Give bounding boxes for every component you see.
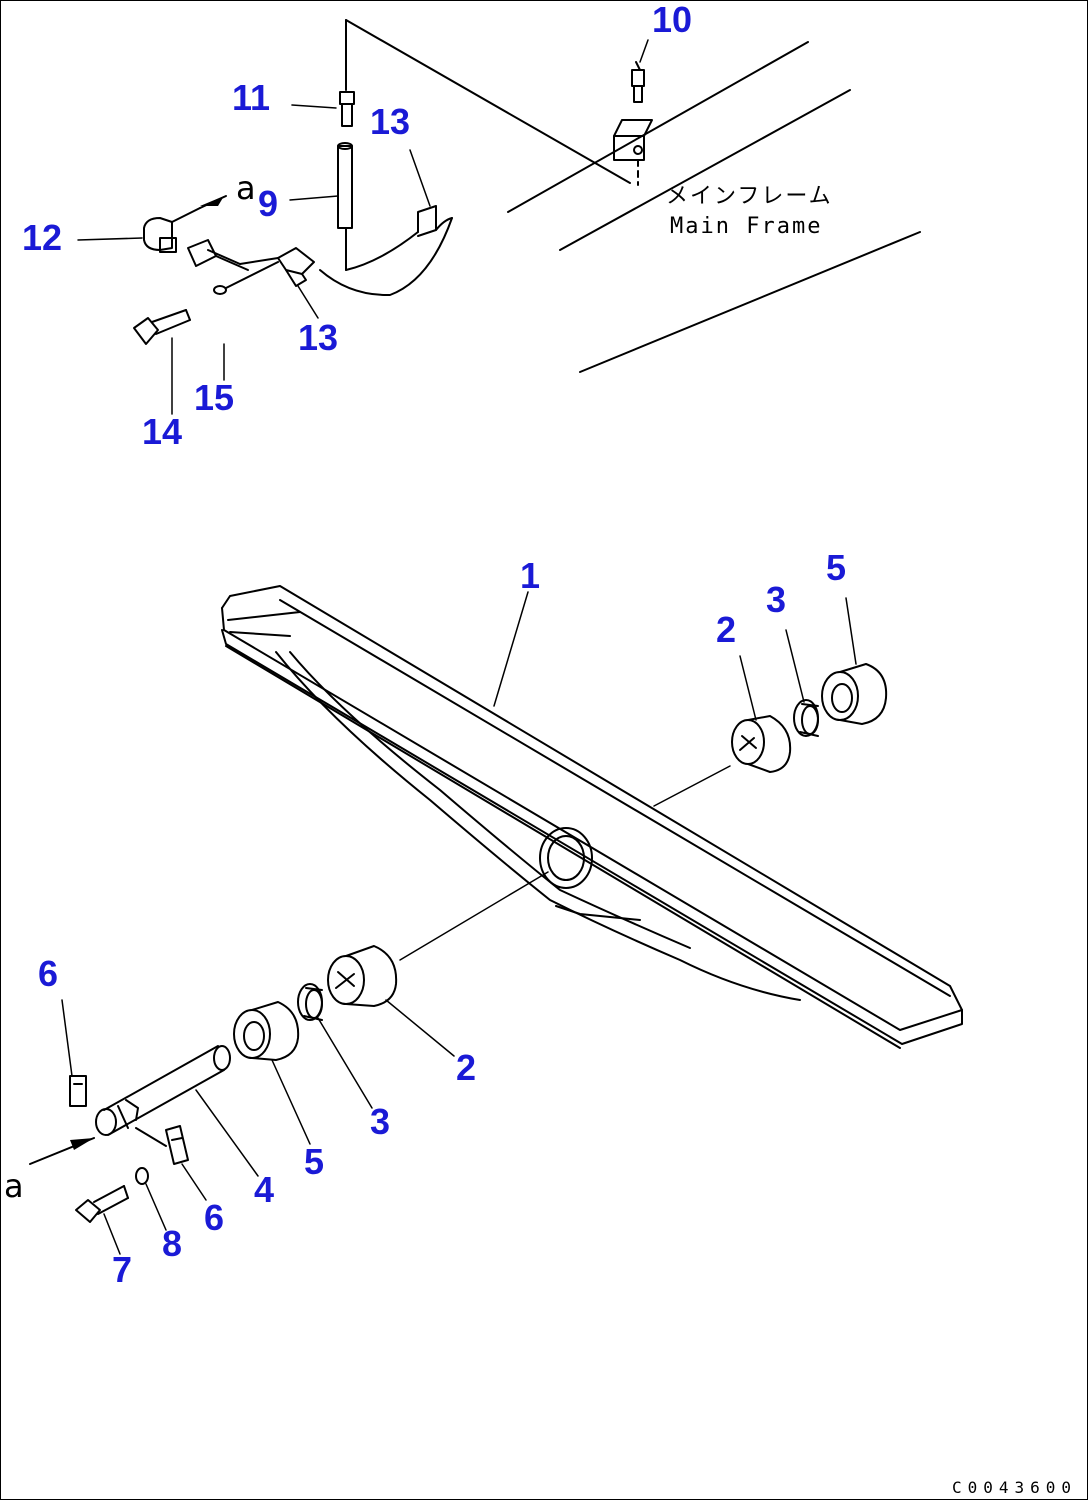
bushing-5-right xyxy=(821,663,888,725)
callout-2-right: 2 xyxy=(716,609,737,650)
main-frame-label-jp: メインフレーム xyxy=(666,184,833,209)
bearing-3-left xyxy=(297,983,323,1021)
callout-12: 12 xyxy=(22,217,63,258)
view-a-label-lower: a xyxy=(4,1167,24,1205)
callout-10: 10 xyxy=(652,0,693,40)
bearing-3-right xyxy=(793,699,819,737)
plate-6-lower xyxy=(135,1125,189,1165)
equalizer-beam-1 xyxy=(221,585,963,1049)
callout-9: 9 xyxy=(258,183,279,224)
grease-fitting-10 xyxy=(613,61,653,186)
washer-8 xyxy=(135,1167,149,1185)
hose-and-clamps-13 xyxy=(277,205,453,297)
callout-14: 14 xyxy=(142,411,183,452)
callout-7: 7 xyxy=(112,1249,133,1290)
main-frame-label-en: Main Frame xyxy=(670,214,823,239)
callout-13-lower: 13 xyxy=(298,317,339,358)
bushing-2-left xyxy=(327,945,398,1007)
callout-8: 8 xyxy=(162,1223,183,1264)
bushing-2-right xyxy=(731,715,792,773)
bolt-14 xyxy=(133,309,191,345)
leader-lines-lower xyxy=(61,591,857,1255)
callout-1: 1 xyxy=(520,555,541,596)
main-frame-lines xyxy=(345,19,921,373)
bushing-5-left xyxy=(233,1001,300,1061)
drawing-code: C0043600 xyxy=(952,1478,1078,1497)
hose-end xyxy=(187,239,279,271)
callout-4: 4 xyxy=(254,1169,275,1210)
callout-13-upper: 13 xyxy=(370,101,411,142)
washer-15 xyxy=(213,261,279,295)
bolt-7 xyxy=(75,1185,129,1223)
callout-5-right: 5 xyxy=(826,547,847,588)
plate-6-upper xyxy=(69,1075,87,1107)
callout-3-left: 3 xyxy=(370,1101,391,1142)
callout-2-left: 2 xyxy=(456,1047,477,1088)
tube-9 xyxy=(337,142,353,271)
callout-6-lower: 6 xyxy=(204,1197,225,1238)
view-a-label-upper: a xyxy=(236,169,256,207)
pin-4 xyxy=(95,1045,231,1136)
callout-3-right: 3 xyxy=(766,579,787,620)
callout-15: 15 xyxy=(194,377,235,418)
leader-lines-upper xyxy=(77,39,649,415)
callout-11: 11 xyxy=(232,77,271,118)
callout-5-left: 5 xyxy=(304,1141,325,1182)
grease-fitting-11 xyxy=(339,19,355,127)
callout-6-upper: 6 xyxy=(38,953,59,994)
